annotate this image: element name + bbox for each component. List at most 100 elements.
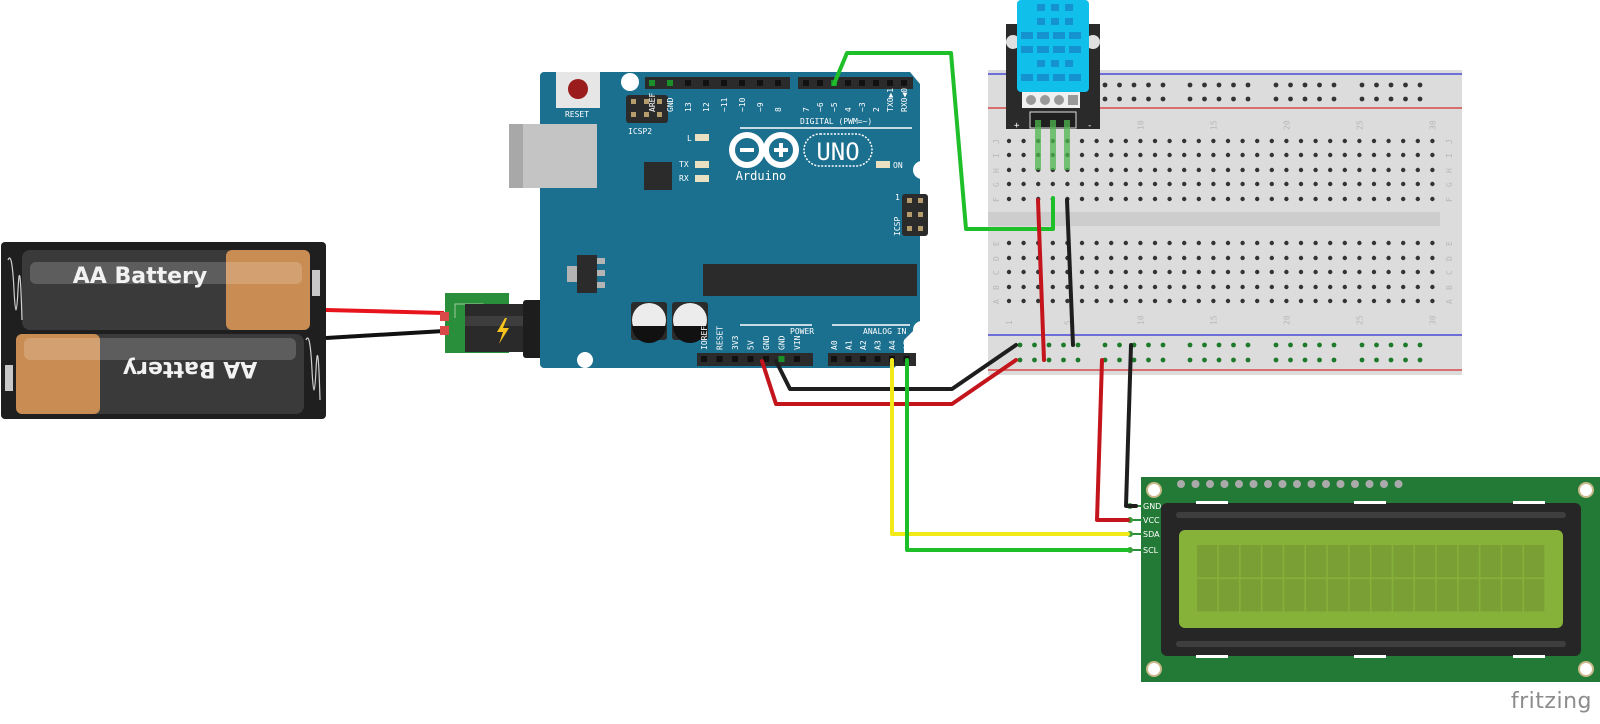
breadboard-hole[interactable] (1182, 196, 1187, 202)
breadboard-hole[interactable] (1138, 196, 1143, 202)
analog-pin[interactable] (831, 356, 837, 362)
breadboard-hole[interactable] (1065, 298, 1070, 304)
rail-hole[interactable] (1146, 82, 1151, 88)
breadboard-hole[interactable] (1138, 255, 1143, 261)
breadboard-hole[interactable] (1196, 269, 1202, 275)
breadboard-hole[interactable] (1328, 196, 1333, 202)
rail-hole[interactable] (1359, 357, 1365, 363)
breadboard-hole[interactable] (1123, 196, 1129, 202)
breadboard-hole[interactable] (1415, 269, 1421, 275)
rail-hole[interactable] (1288, 342, 1293, 348)
breadboard-hole[interactable] (1182, 255, 1187, 261)
rail-hole[interactable] (1317, 342, 1322, 348)
breadboard-hole[interactable] (1401, 152, 1406, 158)
breadboard-hole[interactable] (1401, 284, 1406, 290)
dht11-sensor[interactable]: + - (1006, 0, 1100, 170)
breadboard-hole[interactable] (1079, 181, 1085, 187)
breadboard-hole[interactable] (1371, 181, 1377, 187)
wire-5v-to-rail[interactable] (760, 358, 1018, 406)
breadboard-hole[interactable] (1371, 269, 1377, 275)
rail-hole[interactable] (1273, 82, 1279, 88)
rail-hole[interactable] (1231, 96, 1236, 102)
breadboard-hole[interactable] (1123, 255, 1129, 261)
breadboard-hole[interactable] (1284, 298, 1289, 304)
analog-pin[interactable] (845, 356, 852, 362)
breadboard-hole[interactable] (1167, 181, 1172, 187)
reset-button[interactable] (556, 72, 600, 108)
breadboard-hole[interactable] (1225, 284, 1231, 290)
breadboard-hole[interactable] (1284, 255, 1289, 261)
breadboard-hole[interactable] (1255, 298, 1260, 304)
breadboard-hole[interactable] (1342, 269, 1348, 275)
breadboard-hole[interactable] (1342, 284, 1348, 290)
breadboard-hole[interactable] (1211, 181, 1216, 187)
breadboard-hole[interactable] (1182, 284, 1187, 290)
analog-pin[interactable] (874, 356, 881, 362)
breadboard-hole[interactable] (1401, 181, 1406, 187)
breadboard-hole[interactable] (1240, 138, 1245, 144)
breadboard-hole[interactable] (1006, 152, 1012, 158)
breadboard-hole[interactable] (1211, 138, 1216, 144)
breadboard-hole[interactable] (1255, 284, 1260, 290)
breadboard-hole[interactable] (1050, 284, 1056, 290)
wire-battery-negative[interactable] (325, 329, 445, 340)
rail-hole[interactable] (1061, 357, 1066, 363)
breadboard-hole[interactable] (1109, 196, 1114, 202)
breadboard-hole[interactable] (1211, 284, 1216, 290)
rail-hole[interactable] (1017, 342, 1023, 348)
breadboard-hole[interactable] (1109, 152, 1114, 158)
digital-pin[interactable] (873, 80, 879, 86)
rail-hole[interactable] (1374, 96, 1379, 102)
digital-pin[interactable] (739, 80, 745, 86)
breadboard-hole[interactable] (1401, 255, 1406, 261)
breadboard-hole[interactable] (1123, 269, 1129, 275)
breadboard-hole[interactable] (1006, 298, 1012, 304)
breadboard-hole[interactable] (1079, 298, 1085, 304)
breadboard-hole[interactable] (1152, 138, 1158, 144)
breadboard-hole[interactable] (1386, 152, 1391, 158)
breadboard-hole[interactable] (1284, 196, 1289, 202)
breadboard-hole[interactable] (1196, 167, 1202, 173)
usb-port[interactable] (509, 124, 597, 188)
breadboard-hole[interactable] (1225, 152, 1231, 158)
breadboard-hole[interactable] (1196, 255, 1202, 261)
breadboard-hole[interactable] (1021, 181, 1026, 187)
breadboard-hole[interactable] (1298, 152, 1304, 158)
rail-hole[interactable] (1102, 82, 1108, 88)
breadboard-hole[interactable] (1167, 269, 1172, 275)
breadboard-hole[interactable] (1313, 255, 1318, 261)
rail-hole[interactable] (1388, 96, 1394, 102)
rail-hole[interactable] (1302, 357, 1308, 363)
rail-hole[interactable] (1302, 82, 1308, 88)
breadboard-hole[interactable] (1167, 255, 1172, 261)
rail-hole[interactable] (1117, 96, 1122, 102)
rail-hole[interactable] (1273, 357, 1279, 363)
breadboard-hole[interactable] (1021, 138, 1026, 144)
breadboard-hole[interactable] (1269, 255, 1275, 261)
digital-pin[interactable] (649, 80, 655, 86)
breadboard-hole[interactable] (1167, 284, 1172, 290)
rail-hole[interactable] (1317, 82, 1322, 88)
breadboard-hole[interactable] (1284, 152, 1289, 158)
breadboard-hole[interactable] (1430, 284, 1435, 290)
wire-a5-scl[interactable] (905, 358, 1130, 552)
breadboard-hole[interactable] (1371, 138, 1377, 144)
rail-hole[interactable] (1075, 357, 1081, 363)
breadboard-hole[interactable] (1094, 240, 1099, 246)
breadboard-hole[interactable] (1211, 196, 1216, 202)
rail-hole[interactable] (1331, 82, 1337, 88)
breadboard-hole[interactable] (1401, 240, 1406, 246)
rail-hole[interactable] (1388, 357, 1394, 363)
breadboard-hole[interactable] (1298, 181, 1304, 187)
breadboard-hole[interactable] (1371, 196, 1377, 202)
rail-hole[interactable] (1131, 357, 1137, 363)
rail-hole[interactable] (1417, 82, 1423, 88)
breadboard-hole[interactable] (1298, 255, 1304, 261)
breadboard-hole[interactable] (1342, 181, 1348, 187)
breadboard-hole[interactable] (1182, 298, 1187, 304)
rail-hole[interactable] (1245, 342, 1251, 348)
rail-hole[interactable] (1288, 357, 1293, 363)
rail-hole[interactable] (1216, 96, 1222, 102)
rail-hole[interactable] (1417, 357, 1423, 363)
breadboard-hole[interactable] (1167, 138, 1172, 144)
